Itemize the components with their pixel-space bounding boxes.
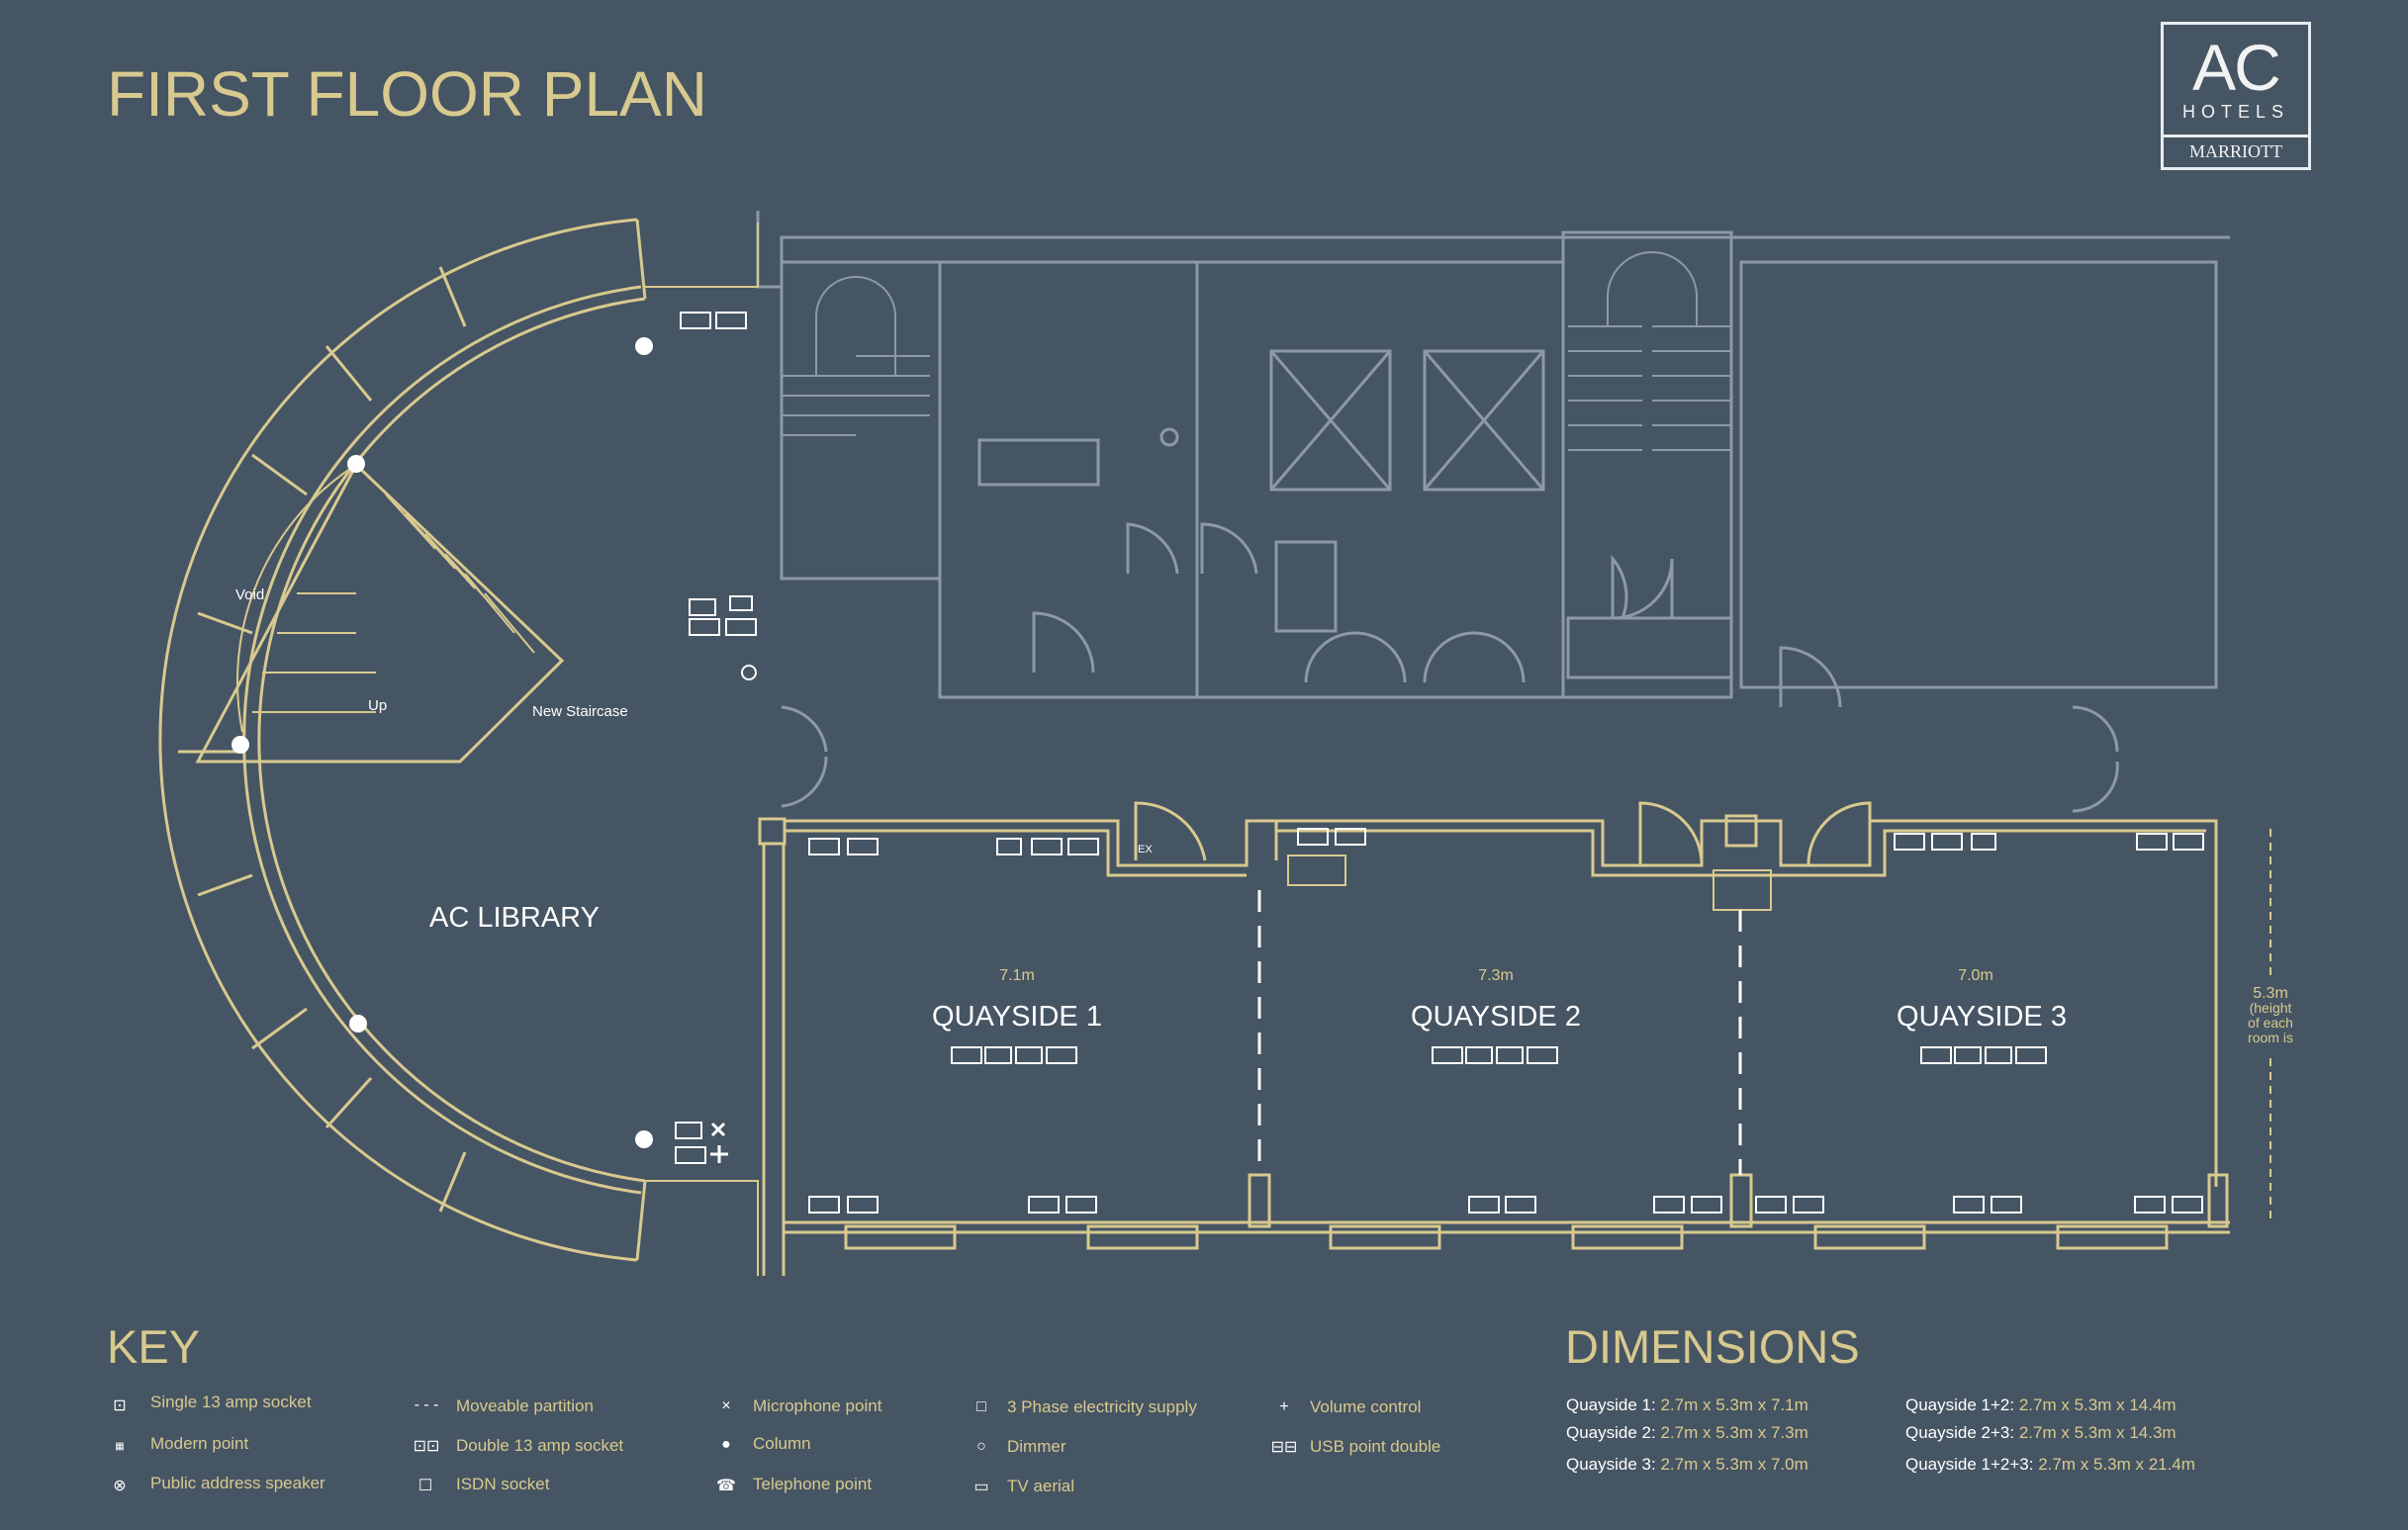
ac-hotels-logo: AC HOTELS MARRIOTT bbox=[2161, 22, 2311, 170]
double-socket-icon: ⊡⊡ bbox=[413, 1438, 440, 1455]
dimension-value: 2.7m x 5.3m x 14.3m bbox=[2018, 1423, 2176, 1442]
dimmer-icon bbox=[741, 665, 757, 680]
key-heading: KEY bbox=[107, 1320, 201, 1373]
key-label: Dimmer bbox=[1007, 1437, 1066, 1456]
av-points bbox=[710, 1122, 728, 1163]
dimension-label: Quayside 2+3: bbox=[1905, 1423, 2015, 1442]
dimension-value: 2.7m x 5.3m x 7.3m bbox=[1660, 1423, 1808, 1442]
modem-point-icon: ▦ bbox=[115, 1440, 125, 1452]
dimensions-heading: DIMENSIONS bbox=[1565, 1320, 1860, 1373]
pa-speaker-icon: ⊗ bbox=[113, 1478, 127, 1494]
key-label: Double 13 amp socket bbox=[456, 1436, 624, 1455]
dimension-value: 2.7m x 5.3m x 7.0m bbox=[1660, 1455, 1808, 1474]
dimension-label: Quayside 3: bbox=[1566, 1455, 1656, 1474]
quayside-3-width: 7.0m bbox=[1958, 967, 1993, 984]
key-label: Moveable partition bbox=[456, 1396, 594, 1415]
column-icon bbox=[347, 455, 365, 473]
key-label: Modern point bbox=[150, 1434, 249, 1453]
dimension-label: Quayside 2: bbox=[1566, 1423, 1656, 1442]
column-icon bbox=[635, 337, 653, 355]
depth-note: 5.3m (height of each room is bbox=[2246, 986, 2295, 1045]
new-staircase bbox=[195, 462, 565, 764]
key-label: USB point double bbox=[1310, 1437, 1441, 1456]
dimension-value: 2.7m x 5.3m x 21.4m bbox=[2038, 1455, 2195, 1474]
column-icon bbox=[635, 1130, 653, 1148]
sockets bbox=[675, 312, 2204, 1214]
key-label: ISDN socket bbox=[456, 1475, 550, 1493]
dimension-value: 2.7m x 5.3m x 7.1m bbox=[1660, 1395, 1808, 1414]
logo-marriott: MARRIOTT bbox=[2164, 135, 2308, 167]
exit-label: EX bbox=[1138, 844, 1153, 855]
partition-icon: - - - bbox=[414, 1396, 439, 1413]
depth-value: 5.3m bbox=[2253, 985, 2288, 1002]
dimension-label: Quayside 1+2: bbox=[1905, 1395, 2015, 1414]
column-icon: ● bbox=[721, 1436, 731, 1453]
logo-hotels: HOTELS bbox=[2181, 102, 2290, 122]
column-icon bbox=[349, 1015, 367, 1033]
dimension-row: Quayside 3: 2.7m x 5.3m x 7.0m bbox=[1566, 1455, 1808, 1475]
dimension-row: Quayside 1+2: 2.7m x 5.3m x 14.4m bbox=[1905, 1395, 2176, 1415]
library-curved-wall bbox=[158, 218, 759, 1276]
logo-ac: AC bbox=[2192, 31, 2281, 104]
key-label: TV aerial bbox=[1007, 1477, 1075, 1495]
moveable-partitions bbox=[1257, 890, 1742, 1175]
tv-aerial-icon: ▭ bbox=[973, 1479, 989, 1495]
three-phase-icon: □ bbox=[976, 1398, 986, 1415]
quayside-1-width: 7.1m bbox=[999, 967, 1035, 984]
page-title: FIRST FLOOR PLAN bbox=[107, 58, 707, 130]
key-label: Volume control bbox=[1310, 1397, 1422, 1416]
quayside-1-label[interactable]: QUAYSIDE 1 bbox=[932, 1001, 1102, 1033]
dimension-label: Quayside 1: bbox=[1566, 1395, 1656, 1414]
key-label: Column bbox=[753, 1434, 811, 1453]
columns bbox=[232, 337, 653, 1148]
column-icon bbox=[232, 736, 249, 754]
quayside-2-label[interactable]: QUAYSIDE 2 bbox=[1411, 1001, 1581, 1033]
dimension-value: 2.7m x 5.3m x 14.4m bbox=[2018, 1395, 2176, 1414]
quayside-walls bbox=[758, 801, 2230, 1276]
existing-core-walls bbox=[756, 211, 2230, 813]
key-label: Microphone point bbox=[753, 1396, 882, 1415]
usb-double-icon: ⊟⊟ bbox=[1270, 1439, 1298, 1456]
key-label: Single 13 amp socket bbox=[150, 1393, 312, 1411]
dimension-row: Quayside 1: 2.7m x 5.3m x 7.1m bbox=[1566, 1395, 1808, 1415]
depth-note-line: (height bbox=[2249, 1000, 2292, 1016]
key-label: Telephone point bbox=[753, 1475, 873, 1493]
volume-control-icon: + bbox=[1279, 1398, 1289, 1415]
up-label: Up bbox=[368, 697, 388, 714]
dimmer-icon: ○ bbox=[976, 1438, 986, 1455]
dimension-label: Quayside 1+2+3: bbox=[1905, 1455, 2034, 1474]
void-label: Void bbox=[235, 586, 265, 603]
key-label: 3 Phase electricity supply bbox=[1007, 1397, 1197, 1416]
single-socket-icon: ⊡ bbox=[113, 1397, 127, 1414]
dimension-row: Quayside 2+3: 2.7m x 5.3m x 14.3m bbox=[1905, 1423, 2176, 1443]
key-label: Public address speaker bbox=[150, 1474, 325, 1492]
quayside-2-width: 7.3m bbox=[1478, 967, 1514, 984]
isdn-socket-icon: ☐ bbox=[417, 1478, 433, 1494]
depth-note-line: room is bbox=[2248, 1030, 2293, 1045]
quayside-3-label[interactable]: QUAYSIDE 3 bbox=[1897, 1001, 2067, 1033]
new-staircase-label: New Staircase bbox=[532, 703, 628, 720]
telephone-icon: ☎ bbox=[716, 1478, 736, 1494]
depth-note-line: of each bbox=[2248, 1015, 2293, 1031]
microphone-icon: × bbox=[721, 1397, 731, 1414]
dimension-row: Quayside 1+2+3: 2.7m x 5.3m x 21.4m bbox=[1905, 1455, 2195, 1475]
dimension-row: Quayside 2: 2.7m x 5.3m x 7.3m bbox=[1566, 1423, 1808, 1443]
ac-library-label: AC LIBRARY bbox=[429, 902, 600, 934]
